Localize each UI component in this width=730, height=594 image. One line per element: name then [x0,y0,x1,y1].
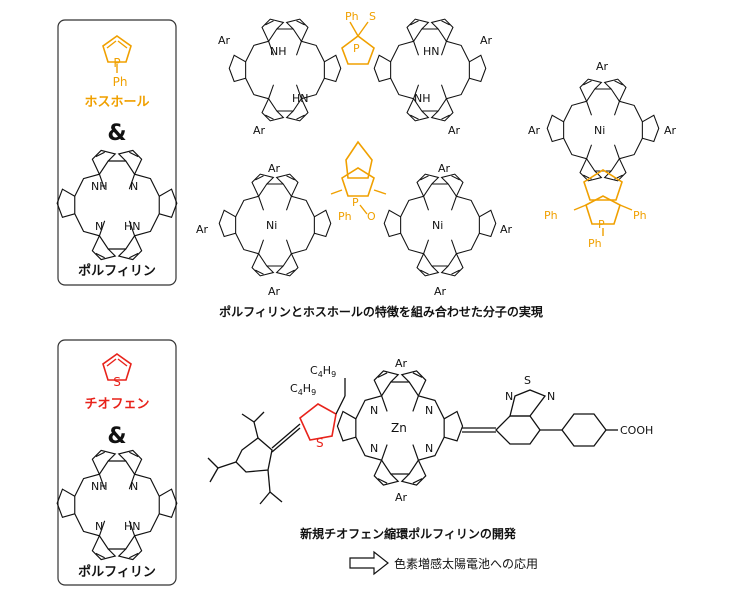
ar-label: Ar [395,357,408,370]
ar-label: Ar [218,34,231,47]
p-label: P [353,42,360,55]
s-label: S [316,436,324,450]
porphyrin-structure-1 [56,149,178,261]
ar-label: Ar [434,285,447,298]
nickel-porphyrin-phosphole-fused [546,78,660,236]
c4h9-label-2: C4H9 [290,382,316,397]
application-arrow-icon [349,550,389,576]
nh-label: NH [91,180,108,193]
thiophene-structure [102,353,132,381]
panel2-caption: 新規チオフェン縮環ポルフィリンの開発 [300,526,517,541]
ph-label: Ph [633,209,647,222]
n-label: N [425,442,433,455]
ph-label: Ph [338,210,352,223]
thiophene-fused-zinc-porphyrin-dye [207,370,618,505]
thiophene-atom-label: S [113,375,121,389]
nh-label: NH [414,92,431,105]
o-label: O [367,210,376,223]
phosphole-structure [102,35,132,73]
ph-label: Ph [544,209,558,222]
nh-label: NH [91,480,108,493]
c4h9-label-1: C4H9 [310,364,336,379]
ampersand-2: & [107,424,126,449]
ar-label: Ar [268,285,281,298]
n-label: N [95,220,103,233]
thiophene-porphyrin-box [57,339,177,586]
porphyrin-structure-2 [56,449,178,561]
ar-label: Ar [448,124,461,137]
phosphole-atom-label: P [113,56,120,70]
ni-label: Ni [432,219,443,232]
ar-label: Ar [253,124,266,137]
ni-label: Ni [266,219,277,232]
n-label: N [370,442,378,455]
ar-label: Ar [596,60,609,73]
porphyrin-label-1: ポルフィリン [78,263,156,279]
phosphole-fused-porphyrin-dimer [228,18,487,122]
s-label: S [524,374,531,387]
n-label: N [547,390,555,403]
ampersand-1: & [107,121,126,146]
bis-nickel-porphyrin-phosphole [218,140,497,277]
porphyrin-label-2: ポルフィリン [78,564,156,580]
p-label: P [598,218,605,231]
cooh-label: COOH [620,424,653,437]
ar-label: Ar [664,124,677,137]
hn-label: HN [292,92,309,105]
phosphole-porphyrin-box [57,19,177,286]
n-label: N [425,404,433,417]
hn-label: HN [124,220,141,233]
n-label: N [130,180,138,193]
ar-label: Ar [438,162,451,175]
ar-label: Ar [500,223,513,236]
n-label: N [95,520,103,533]
hn-label: HN [423,45,440,58]
ph-label: Ph [345,10,359,23]
ar-label: Ar [480,34,493,47]
phosphole-label: ホスホール [84,95,149,110]
ph-label: Ph [588,237,602,250]
s-label: S [369,10,376,23]
n-label: N [505,390,513,403]
panel1-caption: ポルフィリンとホスホールの特徴を組み合わせた分子の実現 [219,304,543,319]
ni-label: Ni [594,124,605,137]
thiophene-label: チオフェン [84,397,149,412]
ar-label: Ar [528,124,541,137]
nh-label: NH [270,45,287,58]
phosphole-ph-label: Ph [113,75,128,89]
zn-label: Zn [391,421,407,435]
hn-label: HN [124,520,141,533]
n-label: N [130,480,138,493]
ar-label: Ar [268,162,281,175]
n-label: N [370,404,378,417]
application-text: 色素増感太陽電池への応用 [394,556,538,571]
ar-label: Ar [395,491,408,504]
p-label: P [352,196,359,209]
ar-label: Ar [196,223,209,236]
